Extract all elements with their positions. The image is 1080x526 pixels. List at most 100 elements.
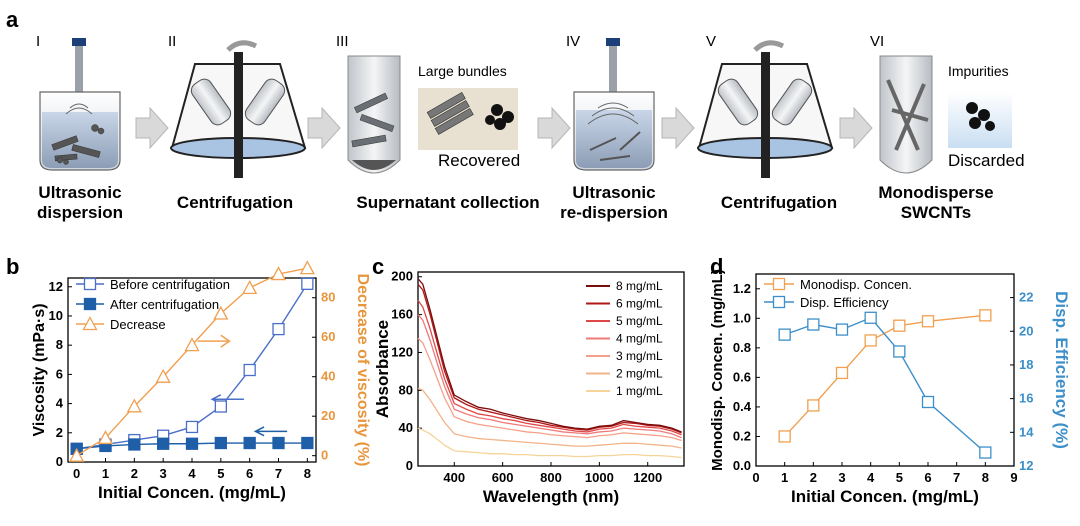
x-tick-label: 1 (781, 470, 788, 485)
data-point (126, 398, 142, 413)
x-tick-label: 1200 (633, 470, 662, 485)
legend-label: 5 mg/mL (616, 314, 663, 328)
y2-tick-label: 16 (1019, 391, 1033, 406)
data-point (243, 363, 256, 377)
legend-marker (82, 316, 98, 331)
step-4-numeral: IV (566, 33, 580, 50)
y-tick-label: 2 (56, 425, 63, 440)
data-point (807, 399, 820, 412)
legend-label: Before centrifugation (110, 277, 230, 292)
data-point (299, 260, 315, 275)
x-axis-label: Initial Concen. (mg/mL) (791, 487, 979, 506)
legend-label: 2 mg/mL (616, 367, 663, 381)
panel-label-d: d (710, 254, 723, 279)
y2-axis-label: Decrease of viscosity (%) (354, 274, 371, 467)
x-tick-label: 0 (752, 470, 759, 485)
step-6-callout: Impurities (948, 63, 1009, 79)
data-point (807, 318, 820, 331)
y-tick-label: 0 (406, 458, 413, 473)
step-5-caption: Centrifugation (721, 193, 837, 212)
step-6-monodisperse-tube-icon (879, 55, 1012, 174)
y-tick-label: 200 (391, 269, 413, 284)
data-point (214, 436, 227, 450)
flow-arrow-2-icon (307, 106, 341, 150)
y-tick-label: 80 (399, 382, 413, 397)
after-axis-arrow-icon (253, 426, 288, 437)
flow-arrow-1-icon (135, 106, 169, 150)
x-tick-label: 400 (443, 470, 465, 485)
x-tick-label: 600 (492, 470, 514, 485)
x-tick-label: 5 (217, 466, 224, 481)
plot-frame (755, 273, 1015, 467)
y-tick-label: 120 (391, 344, 413, 359)
flow-arrow-4-icon (661, 106, 695, 150)
x-tick-label: 6 (246, 466, 253, 481)
y-axis-label: Monodisp. Concen. (mg/mL) (709, 269, 726, 471)
y-tick-label: 0.2 (733, 428, 751, 443)
step-5-centrifuge-icon (697, 40, 834, 178)
data-point (243, 436, 256, 450)
x-tick-label: 8 (304, 466, 311, 481)
step-1-ultrasonic-beaker-icon (39, 38, 121, 171)
y-tick-label: 1.0 (733, 310, 751, 325)
y-tick-label: 10 (49, 308, 63, 323)
x-tick-label: 9 (1010, 470, 1017, 485)
data-point (128, 438, 141, 451)
data-point (301, 277, 314, 290)
data-point (97, 430, 114, 445)
y2-tick-label: 0 (321, 448, 328, 463)
spectrum-line (417, 314, 682, 439)
legend-label: Decrease (110, 317, 166, 332)
x-tick-label: 1000 (585, 470, 614, 485)
step-2-caption: Centrifugation (177, 193, 293, 212)
panel-a: a I Ultrasonic dispersion (6, 7, 1025, 222)
legend-marker (83, 277, 97, 291)
data-point (155, 368, 171, 383)
y-tick-label: 0.4 (733, 399, 752, 414)
panel-label-c: c (372, 254, 384, 279)
spectrum-line (417, 300, 682, 436)
step-6-caption-line2: SWCNTs (901, 203, 972, 222)
legend-label: 4 mg/mL (616, 332, 663, 346)
legend-label: 8 mg/mL (616, 279, 663, 293)
y2-tick-label: 18 (1019, 357, 1033, 372)
legend-marker (772, 277, 786, 291)
spectrum-line (417, 427, 682, 459)
step-6-note: Discarded (948, 151, 1025, 170)
step-2-numeral: II (168, 33, 176, 50)
data-point (893, 319, 906, 332)
series-line (784, 316, 986, 454)
flow-arrow-5-icon (839, 106, 873, 150)
x-tick-label: 8 (982, 470, 989, 485)
y-tick-label: 6 (56, 366, 63, 381)
x-tick-label: 1 (102, 466, 109, 481)
data-point (835, 323, 849, 336)
data-point (184, 337, 200, 352)
data-point (921, 315, 935, 328)
data-point (213, 305, 229, 320)
legend-marker (83, 297, 97, 311)
step-5-numeral: V (706, 33, 716, 50)
data-point (835, 366, 849, 380)
x-tick-label: 4 (867, 470, 875, 485)
spectrum-line (417, 278, 682, 433)
spectrum-line (417, 387, 682, 449)
y2-tick-label: 20 (1019, 323, 1033, 338)
spectrum-line (417, 337, 682, 442)
data-point (272, 436, 285, 450)
x-axis-label: Wavelength (nm) (483, 487, 619, 506)
y-tick-label: 1.2 (733, 281, 751, 296)
data-point (242, 280, 258, 295)
panel-label-b: b (6, 254, 19, 279)
x-tick-label: 6 (924, 470, 931, 485)
legend-label: 1 mg/mL (616, 384, 663, 398)
data-point (185, 437, 199, 450)
data-point (921, 395, 935, 409)
step-4-caption-line2: re-dispersion (560, 203, 668, 222)
y2-tick-label: 80 (321, 290, 335, 305)
x-tick-label: 2 (810, 470, 817, 485)
step-3-caption: Supernatant collection (356, 193, 539, 212)
x-tick-label: 7 (275, 466, 282, 481)
